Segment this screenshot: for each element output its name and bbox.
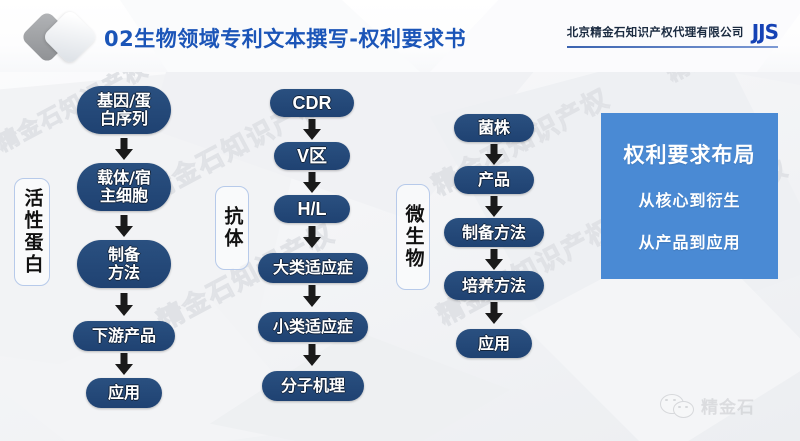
page-title: 02生物领域专利文本撰写-权利要求书 (104, 27, 466, 51)
wechat-icon (660, 393, 694, 418)
node-preparation-method[interactable]: 制备 方法 (77, 240, 171, 288)
node-downstream-product[interactable]: 下游产品 (73, 321, 175, 351)
node-strain[interactable]: 菌株 (454, 114, 534, 142)
brand-company-name: 北京精金石知识产权代理有限公司 (566, 25, 744, 39)
double-diamond-logo-icon (20, 8, 104, 66)
brand-underline (566, 46, 778, 48)
category-label-text: 抗体 (221, 206, 244, 250)
category-label-text: 微生物 (402, 204, 425, 270)
claim-layout-callout: 权利要求布局 从核心到衍生 从产品到应用 (601, 113, 778, 279)
node-vector-host-cell[interactable]: 载体/宿 主细胞 (77, 163, 171, 211)
wechat-label: 精金石 (701, 398, 755, 418)
category-label-text: 活性蛋白 (21, 188, 44, 276)
node-cdr[interactable]: CDR (270, 89, 354, 117)
callout-line-1: 从核心到衍生 (638, 191, 741, 210)
callout-line-2: 从产品到应用 (638, 233, 741, 252)
brand-block: 北京精金石知识产权代理有限公司 JJS (566, 20, 779, 48)
category-label-antibody: 抗体 (215, 186, 249, 270)
node-application[interactable]: 应用 (86, 378, 162, 408)
callout-title: 权利要求布局 (623, 143, 756, 167)
node-v-region[interactable]: V区 (274, 142, 350, 170)
node-culture-method[interactable]: 培养方法 (444, 271, 544, 300)
node-molecular-mechanism[interactable]: 分子机理 (262, 371, 364, 401)
header-facet (430, 0, 800, 72)
node-preparation-method-micro[interactable]: 制备方法 (444, 218, 544, 247)
category-label-active-protein: 活性蛋白 (14, 178, 50, 286)
node-gene-protein-sequence[interactable]: 基因/蛋 白序列 (77, 86, 171, 134)
jjs-logo-icon: JJS (751, 20, 779, 44)
node-minor-indication[interactable]: 小类适应症 (258, 312, 368, 342)
node-application-micro[interactable]: 应用 (456, 329, 532, 358)
node-product[interactable]: 产品 (454, 166, 534, 194)
wechat-watermark: 精金石 (660, 393, 755, 418)
node-h-l[interactable]: H/L (274, 195, 350, 223)
category-label-microorganism: 微生物 (396, 184, 430, 290)
node-major-indication[interactable]: 大类适应症 (258, 253, 368, 283)
header-bar (0, 0, 800, 72)
